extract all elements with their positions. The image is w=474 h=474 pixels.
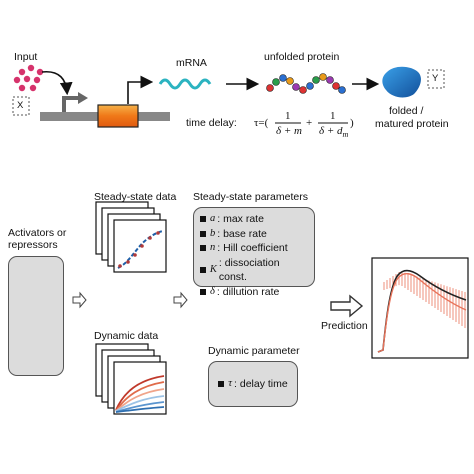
frac2-denominator: δ + dm: [319, 125, 349, 140]
input-x-box: [12, 96, 30, 116]
unfolded-protein-label: unfolded protein: [264, 51, 340, 63]
prediction-arrow: [330, 294, 364, 318]
hollow-arrow-2: [173, 291, 188, 309]
folded-protein: [382, 66, 421, 98]
tau-lhs: τ=(: [254, 117, 269, 129]
bullet-icon: [200, 230, 206, 237]
param-symbol: K: [209, 263, 217, 275]
dynamic-param-text: : delay time: [234, 377, 288, 390]
tau-rparen: ): [350, 117, 354, 129]
param-row: n: Hill coefficient: [200, 241, 308, 256]
dynamic-plots: [95, 343, 167, 415]
plus-sign: +: [306, 117, 313, 129]
output-y-box: [427, 69, 445, 89]
input-molecules: [13, 64, 44, 92]
frac2-numerator: 1: [330, 110, 336, 122]
param-symbol: b: [210, 227, 216, 239]
param-text: : base rate: [217, 227, 267, 240]
param-text: : dissociation const.: [218, 256, 280, 284]
activators-box: [8, 256, 64, 376]
folded-label-2: matured protein: [375, 118, 449, 130]
param-symbol: δ: [210, 285, 215, 297]
param-row: δ: dillution rate: [200, 285, 308, 300]
dynamic-param-label: Dynamic parameter: [208, 345, 300, 357]
unfolded-protein: [266, 73, 346, 94]
transcription-arrow: [127, 75, 154, 104]
hollow-arrow-1: [72, 291, 87, 309]
param-symbol: a: [210, 213, 216, 224]
bullet-icon: [200, 245, 206, 252]
folded-label-1: folded /: [389, 105, 424, 117]
dynamic-param-box: τ : delay time: [208, 361, 298, 407]
activators-label-2: repressors: [8, 239, 58, 251]
dynamic-data-label: Dynamic data: [94, 330, 159, 342]
prediction-plot: [371, 257, 469, 359]
prediction-label: Prediction: [321, 320, 368, 332]
param-text: : max rate: [217, 213, 264, 225]
promoter-arrow: [62, 96, 80, 112]
gene-box: [97, 104, 139, 128]
mrna-label: mRNA: [176, 57, 207, 69]
bullet-icon: [200, 216, 206, 223]
frac1-numerator: 1: [285, 110, 291, 122]
steady-state-params-label: Steady-state parameters: [193, 191, 308, 203]
dynamic-param-symbol: τ: [228, 377, 233, 389]
input-label: Input: [14, 51, 38, 63]
param-text: : Hill coefficient: [217, 242, 288, 254]
mrna-wave: [158, 78, 212, 90]
activators-label-1: Activators or: [8, 227, 67, 239]
bullet-icon: [200, 267, 206, 273]
time-delay-label: time delay:: [186, 117, 237, 129]
input-x-label: X: [17, 100, 24, 111]
steady-state-data-label: Steady-state data: [94, 191, 177, 203]
dynamic-param-row: τ : delay time: [218, 377, 288, 392]
bullet-icon: [200, 288, 206, 295]
param-symbol: n: [210, 242, 216, 253]
param-text: : dillution rate: [216, 285, 280, 298]
param-row: a: max rate: [200, 212, 308, 227]
frac2-denominator-subscript: m: [342, 130, 349, 140]
steady-state-plots: [95, 201, 167, 273]
input-arrow: [41, 70, 73, 96]
bullet-icon: [218, 381, 225, 387]
output-y-label: Y: [432, 73, 439, 84]
param-row: K: dissociation const.: [200, 256, 308, 285]
frac1-denominator: δ + m: [276, 125, 302, 137]
param-row: b: base rate: [200, 227, 308, 242]
